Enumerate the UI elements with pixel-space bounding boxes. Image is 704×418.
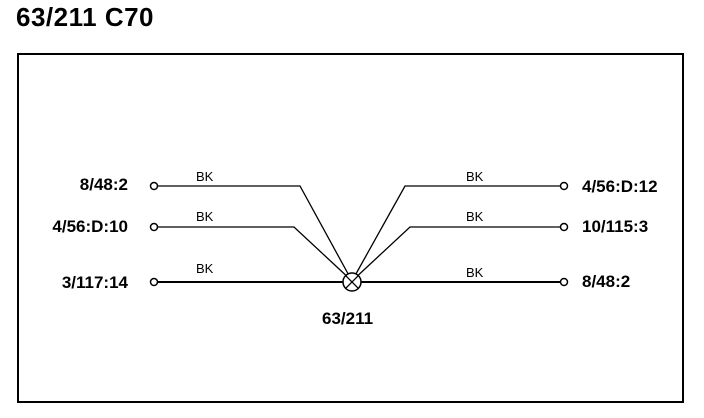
wire-left-3	[149, 277, 343, 287]
terminal-right-3	[559, 277, 569, 287]
connector-label-left-2: 4/56:D:10	[52, 217, 128, 236]
wire-color-left-2: BK	[196, 209, 214, 224]
diagram-frame	[17, 53, 684, 403]
terminal-right-1	[559, 181, 569, 191]
wire-left-1	[149, 181, 353, 282]
wire-color-left-1: BK	[196, 169, 214, 184]
connector-label-right-1: 4/56:D:12	[582, 177, 658, 196]
connector-label-left-1: 8/48:2	[79, 175, 128, 194]
wire-color-right-2: BK	[466, 209, 484, 224]
wire-color-right-3: BK	[466, 265, 484, 280]
wire-right-2	[351, 222, 569, 282]
splice-label: 63/211	[322, 309, 374, 328]
wire-right-3	[361, 277, 569, 287]
connector-label-left-3: 3/117:14	[61, 273, 128, 292]
connector-label-right-2: 10/115:3	[582, 217, 649, 236]
diagram-title: 63/211 C70	[16, 2, 155, 32]
terminal-left-1	[149, 181, 159, 191]
splice-icon	[342, 272, 362, 292]
wire-right-1	[351, 181, 569, 282]
terminal-right-2	[559, 222, 569, 232]
terminal-left-2	[149, 222, 159, 232]
wire-left-2	[149, 222, 353, 282]
connector-label-right-3: 8/48:2	[582, 272, 631, 291]
terminal-left-3	[149, 277, 159, 287]
wire-color-right-1: BK	[466, 169, 484, 184]
wire-color-left-3: BK	[196, 261, 214, 276]
